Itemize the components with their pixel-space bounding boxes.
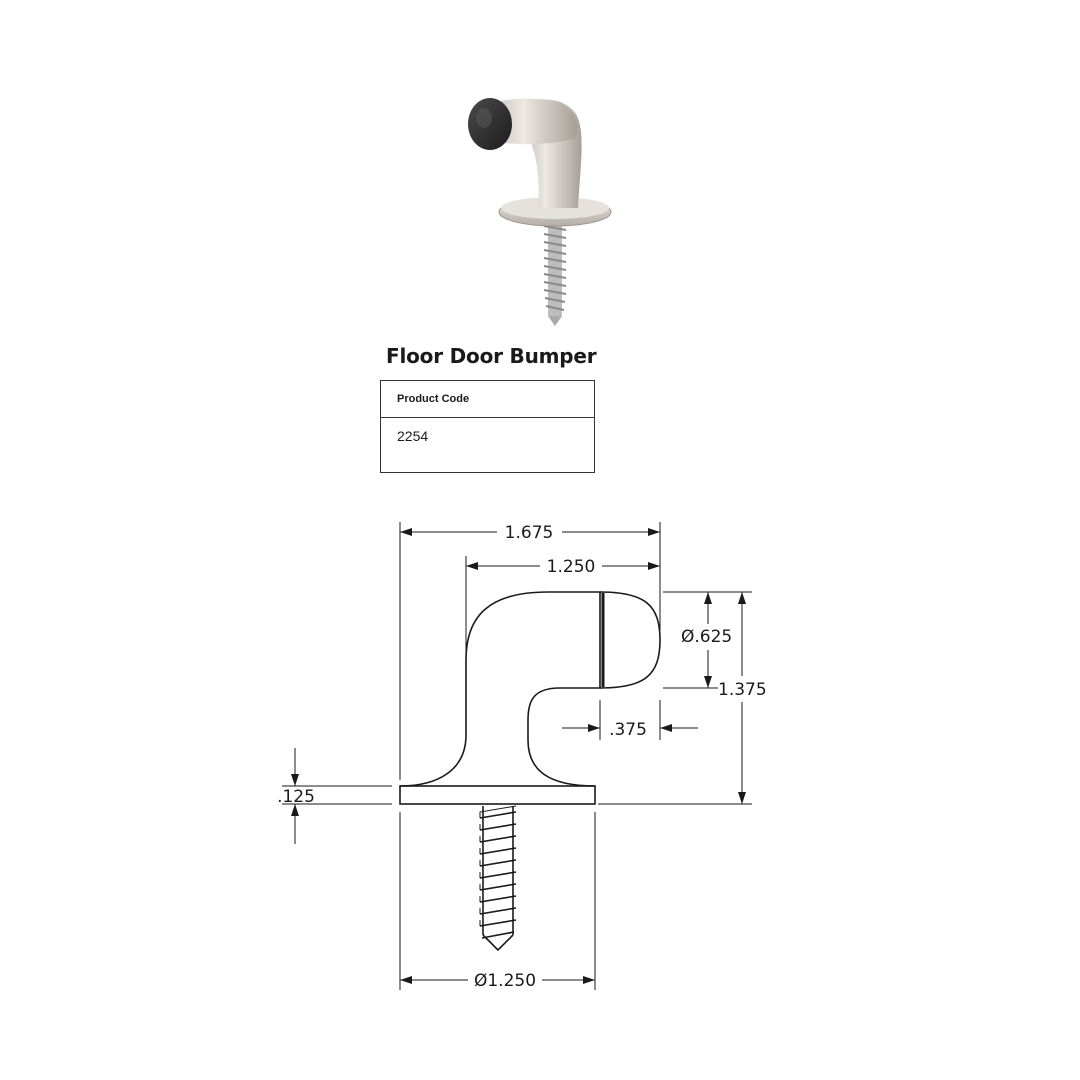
dim-base-diameter: Ø1.250 bbox=[474, 971, 536, 991]
dim-base-thickness: .125 bbox=[277, 787, 315, 807]
product-code-table: Product Code 2254 bbox=[380, 380, 595, 473]
product-title: Floor Door Bumper bbox=[386, 344, 597, 368]
dim-overall-height: 1.375 bbox=[718, 680, 767, 700]
product-code-value: 2254 bbox=[397, 428, 429, 444]
dim-overall-width: 1.675 bbox=[505, 523, 554, 543]
dim-arm-width: 1.250 bbox=[547, 557, 596, 577]
dim-bumper-diameter: Ø.625 bbox=[681, 627, 732, 647]
base-plate-outline bbox=[399, 785, 596, 805]
product-code-header: Product Code bbox=[381, 381, 594, 418]
bumper-body-outline bbox=[399, 591, 601, 787]
screw-outline bbox=[479, 805, 517, 952]
product-photo bbox=[468, 98, 612, 326]
dim-bumper-length: .375 bbox=[609, 720, 647, 740]
rubber-tip-outline bbox=[599, 591, 661, 689]
screw-photo bbox=[543, 220, 567, 326]
